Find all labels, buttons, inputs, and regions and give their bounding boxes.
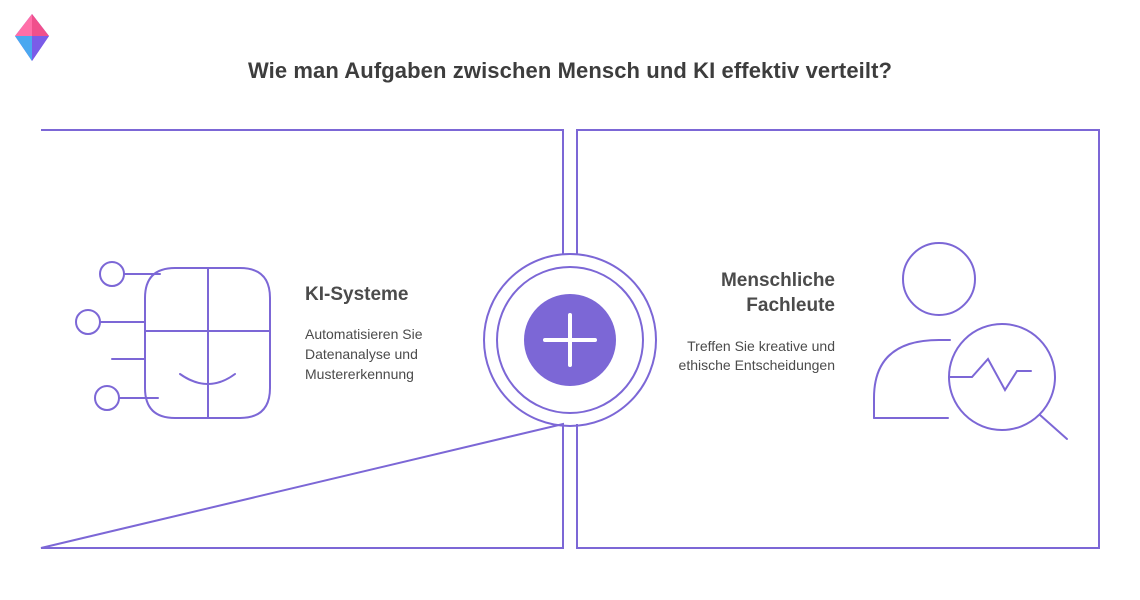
left-panel-frame [40, 129, 564, 549]
human-experts-description: Treffen Sie kreative und ethische Entsch… [678, 338, 835, 373]
gem-logo-icon [15, 14, 49, 61]
plus-icon [543, 313, 597, 367]
page-title: Wie man Aufgaben zwischen Mensch und KI … [247, 58, 893, 83]
robot-head-circuit-icon [75, 261, 271, 419]
right-panel-frame [576, 129, 1100, 549]
person-analysis-magnifier-icon [873, 242, 1068, 440]
ki-systems-description: Automatisieren Sie Datenanalyse und Must… [305, 326, 423, 382]
center-inner-ring [496, 266, 644, 414]
center-outer-ring [483, 253, 657, 427]
human-experts-heading: Menschliche Fachleute [720, 270, 835, 316]
ki-systems-heading: KI-Systeme [305, 284, 409, 305]
